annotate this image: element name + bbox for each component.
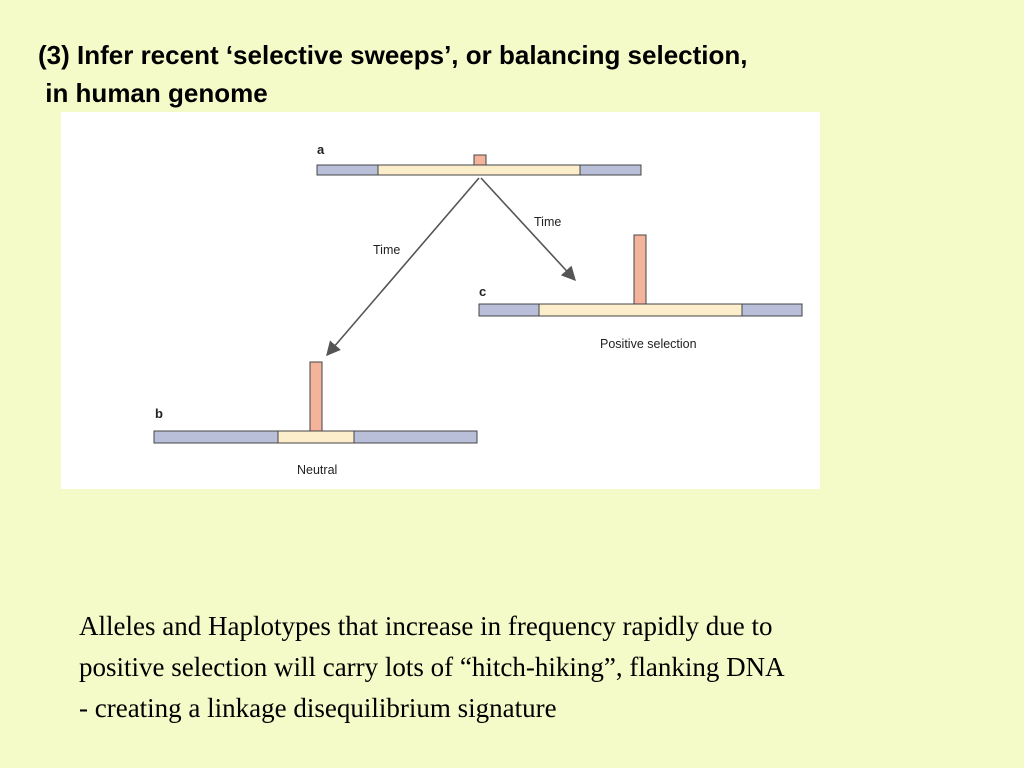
panel-a-right-flank	[579, 164, 642, 176]
slide-title: (3) Infer recent ‘selective sweeps’, or …	[38, 36, 998, 112]
panel-b-caption: Neutral	[297, 463, 337, 477]
panel-a: a	[316, 142, 642, 176]
arrow-to-positive: Time	[480, 177, 576, 282]
panel-a-haplotype	[377, 164, 581, 176]
panel-c-right-flank	[741, 303, 803, 317]
panel-a-letter: a	[317, 142, 325, 157]
time-arrow-to-c	[480, 177, 576, 282]
panel-b-haplotype	[277, 430, 355, 444]
haplotype-figure: a Time Time c Positive selection b	[61, 112, 820, 489]
explanation-text: Alleles and Haplotypes that increase in …	[79, 606, 999, 729]
panel-c-caption: Positive selection	[600, 337, 697, 351]
panel-b: b Neutral	[153, 361, 478, 477]
panel-b-right-flank	[353, 430, 478, 444]
body-line-2: positive selection will carry lots of “h…	[79, 652, 785, 682]
time-label-to-c: Time	[534, 215, 561, 229]
panel-c-letter: c	[479, 284, 486, 299]
panel-a-left-flank	[316, 164, 379, 176]
panel-c-allele-bar	[633, 234, 647, 305]
title-line-1: (3) Infer recent ‘selective sweeps’, or …	[38, 40, 748, 70]
haplotype-diagram: a Time Time c Positive selection b	[153, 142, 803, 477]
panel-b-allele-bar	[309, 361, 323, 432]
time-label-to-b: Time	[373, 243, 400, 257]
title-line-2: in human genome	[38, 78, 268, 108]
panel-c: c Positive selection	[478, 234, 803, 351]
panel-a-allele-bar	[473, 154, 487, 166]
arrow-to-neutral: Time	[326, 177, 480, 357]
panel-c-left-flank	[478, 303, 540, 317]
panel-b-left-flank	[153, 430, 279, 444]
panel-b-letter: b	[155, 406, 163, 421]
body-line-3: - creating a linkage disequilibrium sign…	[79, 693, 557, 723]
panel-c-haplotype	[538, 303, 743, 317]
body-line-1: Alleles and Haplotypes that increase in …	[79, 611, 773, 641]
time-arrow-to-b	[326, 177, 480, 357]
